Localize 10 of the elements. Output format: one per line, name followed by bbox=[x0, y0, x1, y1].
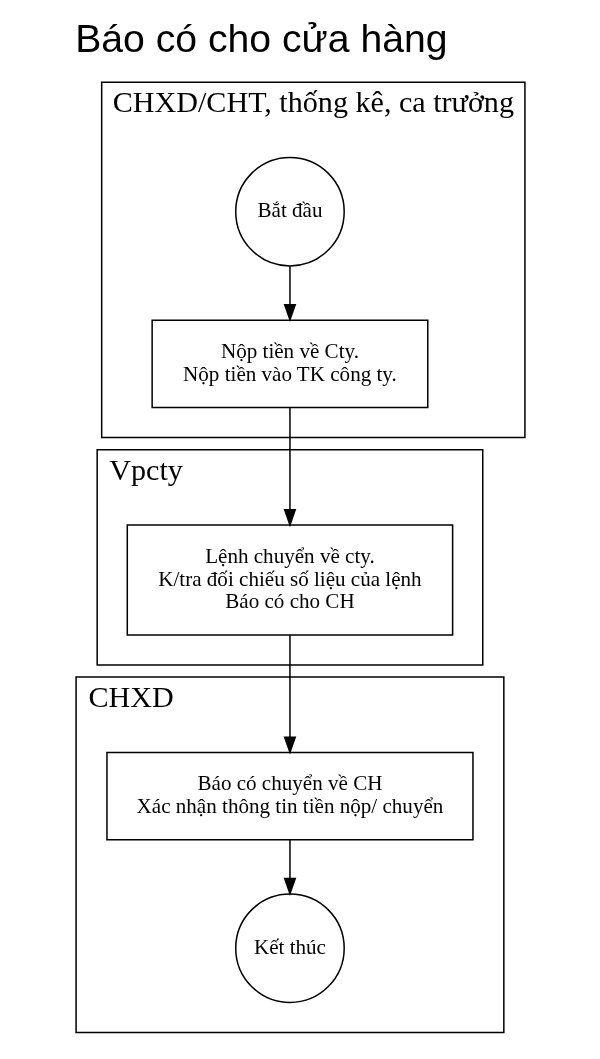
node-box: Báo có chuyển về CH Xác nhận thông tin tiền nộp/ chuyển bbox=[105, 751, 474, 841]
arrow bbox=[283, 407, 296, 528]
arrow bbox=[283, 634, 296, 755]
arrow bbox=[283, 839, 296, 896]
diagram-title: Báo có cho cửa hàng bbox=[74, 16, 448, 60]
node-box: Nộp tiền về Cty. Nộp tiền vào TK công ty. bbox=[150, 319, 429, 409]
arrow bbox=[283, 265, 296, 323]
node-box: Lệnh chuyển về cty. K/tra đối chiếu số liệu của lệnh Báo có cho CH bbox=[126, 524, 453, 636]
node-circle: Bắt đầu bbox=[234, 156, 345, 267]
node-circle: Kết thúc bbox=[234, 893, 345, 1004]
